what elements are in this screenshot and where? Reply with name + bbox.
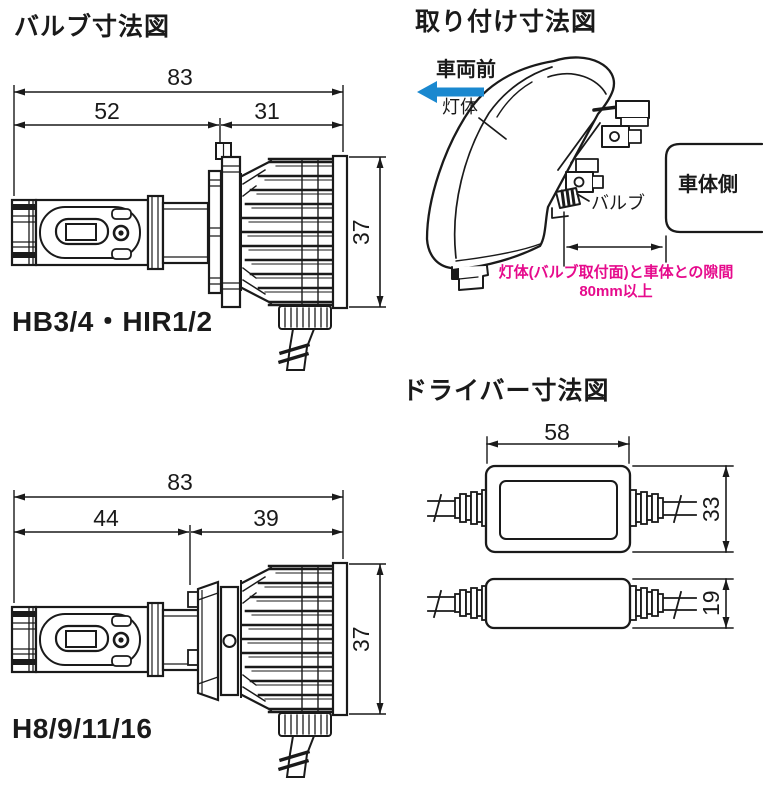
car-body-side-label: 車体側 [678,174,738,196]
vehicle-front-label: 車両前 [436,59,496,81]
bulb2-dim-front: 44 [93,505,119,531]
clearance-note-line2: 80mm以上 [579,283,653,300]
bulb1-dim-height: 37 [347,219,374,246]
mount-section-title: 取り付け寸法図 [415,8,598,36]
bulb2-model-label: H8/9/11/16 [12,713,153,744]
vehicle-front-arrow-icon [417,81,484,103]
bulb-label: バルブ [591,193,645,213]
clearance-note-line1: 灯体(バルブ取付面)と車体との隙間 [498,264,734,281]
driver-dim-thickness: 19 [697,590,724,617]
bulb-section-title: バルブ寸法図 [14,13,171,41]
bulb1-dim-front: 52 [94,98,120,124]
driver-top-drawing [427,436,734,554]
bulb2-dim-total: 83 [167,469,193,495]
bulb2-dim-rear: 39 [253,505,279,531]
bulb1-dimension-lines [13,85,386,308]
bulb2-dimension-lines [13,490,386,715]
driver-left-strain-relief [454,489,489,527]
bulb1-dim-rear: 31 [254,98,280,124]
bulb2-dim-height: 37 [347,626,374,653]
bulb2-flange [187,580,240,702]
driver-dim-height: 33 [697,496,724,523]
bulb1-dim-total: 83 [167,64,193,90]
driver-dim-width: 58 [544,419,570,445]
mount-drawing [417,56,763,291]
driver-right-strain-relief [629,489,664,527]
driver-side-drawing [427,577,734,630]
driver-section-title: ドライバー寸法図 [402,377,610,405]
lamp-body-label: 灯体 [442,97,478,117]
bulb1-model-label: HB3/4・HIR1/2 [12,306,213,337]
bulb1-flange [207,142,242,309]
